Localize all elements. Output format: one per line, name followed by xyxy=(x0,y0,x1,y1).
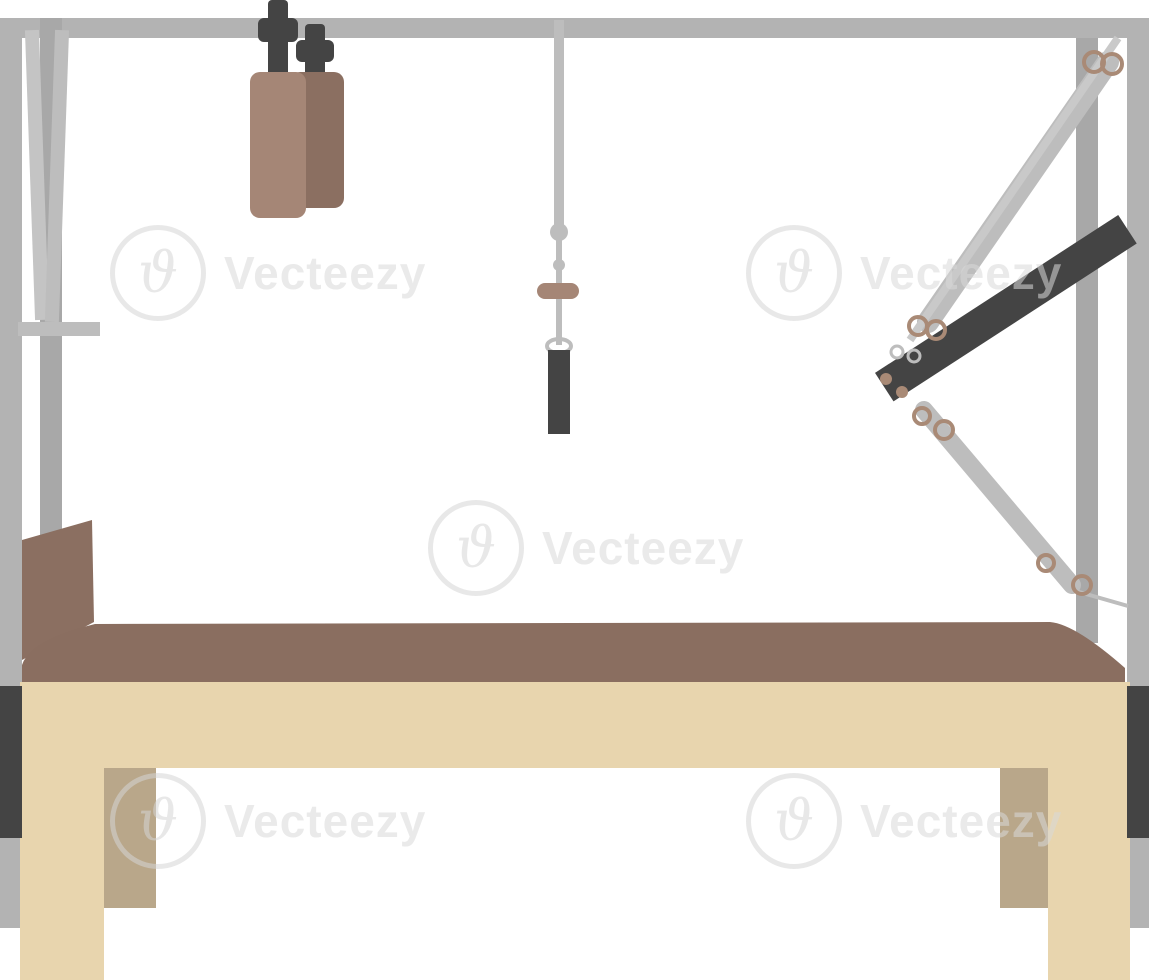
push-through-bar-2 xyxy=(44,29,70,323)
mat xyxy=(22,622,1125,682)
center-strap-ball xyxy=(550,223,568,241)
right-back-leg xyxy=(1000,768,1048,908)
lower-ring-4 xyxy=(1071,574,1093,596)
sandbag-knob-2 xyxy=(296,40,334,62)
headrest xyxy=(22,520,94,660)
bar-clip-1 xyxy=(889,344,905,360)
bar-clip-2 xyxy=(906,348,922,364)
bar-bolt-1 xyxy=(880,373,892,385)
push-through-bar xyxy=(24,29,50,321)
left-shelf xyxy=(18,322,100,336)
upper-spring-bar-2 xyxy=(906,35,1122,343)
bar-ring-2 xyxy=(925,319,947,341)
right-spring-assembly xyxy=(875,35,1137,608)
lower-ring-2 xyxy=(933,419,955,441)
lower-spring-bar xyxy=(915,401,1081,594)
left-back-leg xyxy=(104,768,156,908)
center-strap-grip xyxy=(537,283,579,299)
table-base-top xyxy=(20,682,1130,768)
right-back-post xyxy=(1076,38,1098,643)
sandbag-knob-1 xyxy=(258,18,298,42)
upper-spring-bar xyxy=(917,51,1119,333)
left-post-sleeve xyxy=(0,686,22,838)
top-frame-bar xyxy=(0,18,1149,38)
roll-down-bar xyxy=(875,214,1137,402)
center-strap-handle xyxy=(548,350,570,434)
lower-ring-3 xyxy=(1036,553,1056,573)
right-front-leg xyxy=(1048,768,1130,980)
lower-ring-1 xyxy=(912,406,932,426)
center-strap-knot xyxy=(553,259,565,271)
left-front-leg xyxy=(20,768,104,980)
top-spring-ring-2 xyxy=(1100,52,1124,76)
sandbag-front xyxy=(250,72,306,218)
center-strap-cord xyxy=(554,20,564,230)
bar-bolt-2 xyxy=(896,386,908,398)
right-post-sleeve xyxy=(1127,686,1149,838)
